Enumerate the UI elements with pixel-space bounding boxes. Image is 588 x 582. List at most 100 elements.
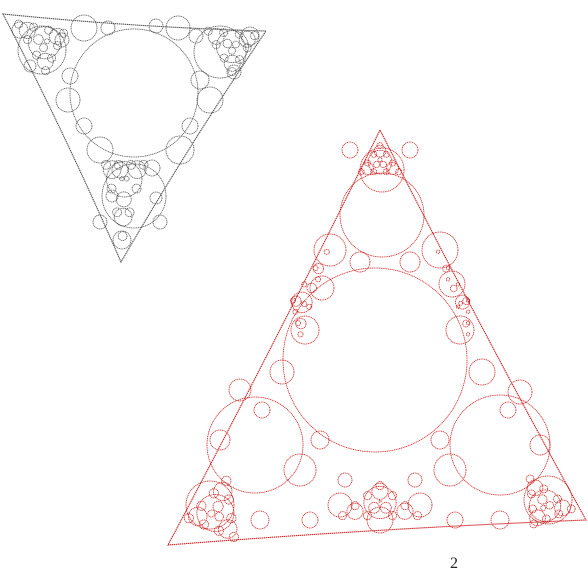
- gasket-circle-39: [362, 163, 374, 175]
- gasket-circle-8: [87, 137, 113, 163]
- gasket-circle-31: [447, 512, 463, 528]
- gasket-circle-43: [40, 44, 48, 52]
- gasket-circle-57: [236, 56, 244, 64]
- gasket-circle-8: [422, 232, 458, 268]
- gasket-circle-84: [459, 301, 463, 305]
- gasket-circle-60: [324, 249, 329, 254]
- gasket-circle-70: [114, 208, 132, 226]
- gasket-circle-55: [228, 68, 236, 76]
- gasket-circle-66: [128, 161, 146, 179]
- gasket-circle-20: [408, 493, 432, 517]
- gasket-circle-20: [189, 29, 203, 43]
- gasket-circle-94: [218, 520, 237, 539]
- gasket-circle-25: [402, 142, 418, 158]
- gasket-circle-51: [380, 161, 386, 167]
- gasket-circle-9: [166, 136, 194, 164]
- gasket-circle-36: [338, 473, 352, 487]
- gasket-circle-53: [374, 161, 380, 167]
- gasket-circle-1: [102, 164, 166, 228]
- gasket-circle-128: [363, 492, 371, 500]
- gasket-circle-83: [450, 285, 457, 292]
- gasket-circle-4: [360, 148, 404, 192]
- gasket-circle-24: [342, 142, 358, 158]
- gasket-circle-74: [466, 310, 469, 313]
- gasket-circle-0: [283, 268, 467, 452]
- gasket-circle-18: [434, 454, 466, 486]
- gasket-circle-1: [340, 173, 424, 257]
- gasket-circle-64: [298, 332, 303, 337]
- figure-label: 2: [450, 556, 458, 572]
- gasket-circle-33: [24, 36, 32, 44]
- gasket-circle-42: [44, 39, 49, 44]
- gasket-circle-105: [555, 510, 563, 518]
- gasket-circle-108: [527, 490, 535, 498]
- gasket-circle-19: [328, 493, 352, 517]
- gasket-circle-67: [307, 283, 317, 293]
- gasket-circle-21: [367, 507, 393, 533]
- gasket-circle-60: [223, 39, 232, 48]
- gasket-circle-98: [213, 501, 223, 511]
- gasket-circle-22: [76, 118, 92, 134]
- gasket-circle-14: [469, 359, 495, 385]
- gasket-circle-68: [302, 301, 307, 306]
- gasket-circle-32: [30, 23, 38, 31]
- gasket-circle-85: [197, 494, 234, 531]
- gasket-circle-102: [555, 500, 571, 516]
- gasket-circle-64: [114, 160, 123, 169]
- gasket-circle-29: [491, 511, 509, 529]
- gasket-circle-9: [310, 276, 334, 300]
- gasket-circle-14: [191, 71, 209, 89]
- gasket-circle-24: [153, 215, 167, 229]
- gasket-circle-31: [15, 20, 23, 28]
- gasket-circle-71: [118, 232, 127, 241]
- gasket-circle-77: [446, 278, 449, 281]
- gasket-circle-13: [270, 360, 294, 384]
- gasket-circle-28: [251, 511, 269, 529]
- gasket-circle-5: [186, 481, 234, 529]
- gasket-circle-61: [315, 277, 320, 282]
- gasket-circle-47: [204, 27, 212, 35]
- gasket-circle-130: [380, 502, 391, 513]
- gasket-circle-43: [387, 163, 399, 175]
- gasket-circle-21: [182, 118, 198, 134]
- gasket-circle-59: [229, 47, 236, 54]
- gasket-circle-76: [120, 177, 124, 181]
- gasket-circle-63: [102, 160, 111, 169]
- gasket-circle-16: [508, 380, 532, 404]
- red-fractal-gasket: [168, 130, 586, 545]
- gasket-circle-30: [302, 512, 318, 528]
- gasket-circle-17: [284, 454, 316, 486]
- gasket-circle-80: [466, 333, 469, 336]
- gasket-circle-99: [215, 512, 224, 521]
- gasket-circle-116: [546, 502, 553, 509]
- gasket-circle-4: [71, 15, 97, 41]
- gasket-circle-23: [400, 252, 420, 272]
- gasket-circle-90: [213, 482, 232, 501]
- gasket-circle-63: [296, 319, 306, 329]
- gasket-circle-10: [439, 271, 465, 297]
- gasket-circle-37: [408, 473, 422, 487]
- gasket-circle-27: [530, 435, 550, 455]
- gasket-circle-58: [233, 41, 240, 48]
- gasket-circle-97: [227, 514, 236, 523]
- gasket-circle-35: [431, 431, 449, 449]
- gray-apollonian-gasket: [3, 14, 266, 262]
- gasket-circle-109: [540, 485, 548, 493]
- gasket-circle-118: [347, 503, 363, 519]
- gasket-circle-52: [378, 158, 382, 162]
- gasket-circle-23: [93, 215, 107, 229]
- gasket-circle-10: [12, 22, 28, 38]
- gasket-circle-0: [70, 29, 198, 157]
- gasket-circle-72: [113, 208, 122, 217]
- gasket-circle-32: [254, 402, 270, 418]
- gasket-circle-12: [113, 231, 131, 249]
- gasket-circle-51: [251, 32, 259, 40]
- gasket-circle-6: [56, 88, 80, 112]
- gasket-circle-106: [527, 480, 543, 496]
- gasket-circle-115: [541, 505, 546, 510]
- gasket-circle-74: [124, 176, 129, 181]
- gasket-circle-12: [446, 316, 474, 344]
- gasket-circle-127: [376, 482, 384, 490]
- gasket-circle-132: [369, 502, 380, 513]
